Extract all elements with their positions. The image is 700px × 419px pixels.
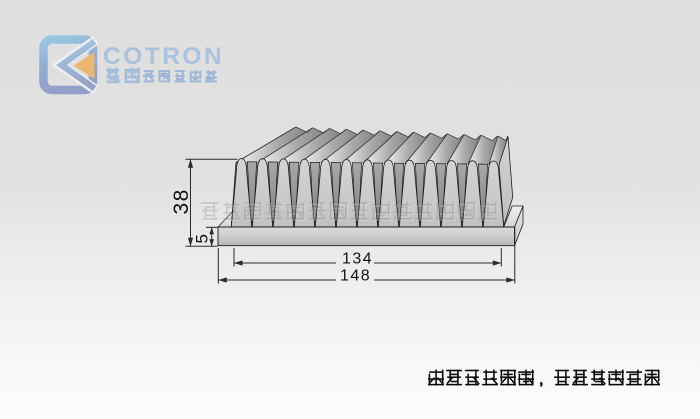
svg-text:134: 134 — [342, 250, 373, 267]
svg-text:COTRON: COTRON — [103, 43, 224, 70]
svg-text:148: 148 — [340, 267, 371, 284]
svg-text:5: 5 — [193, 234, 212, 243]
svg-text:38: 38 — [170, 188, 193, 214]
